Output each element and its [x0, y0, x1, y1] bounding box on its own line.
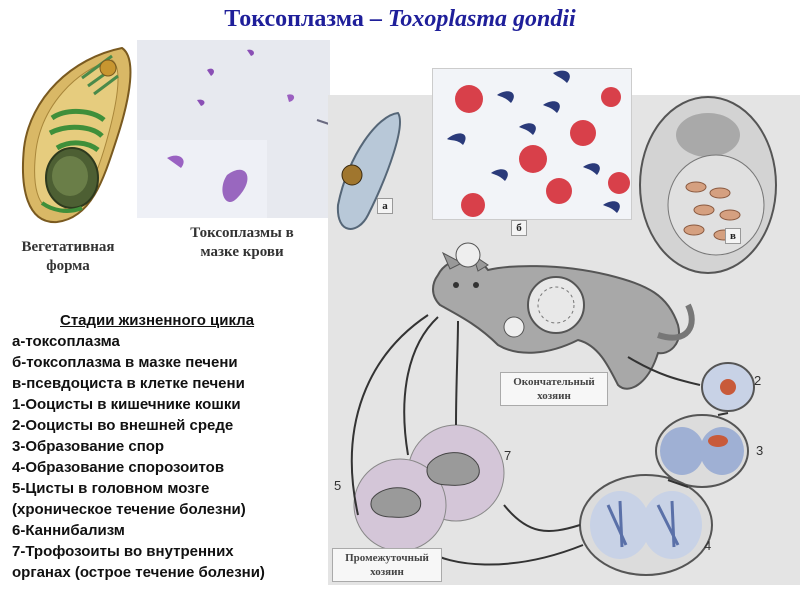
panel-letter-b: б	[511, 220, 527, 236]
intermediate-host-label: Промежуточный хозяин	[332, 548, 442, 582]
blood-smear-photo	[137, 40, 330, 218]
vegetative-form-caption: Вегетативная форма	[21, 239, 115, 274]
definitive-host-label: Окончательный хозяин	[500, 372, 608, 406]
legend-item: б-токсоплазма в мазке печени	[12, 354, 238, 371]
stage-number-5: 5	[334, 478, 342, 493]
legend-item: 7-Трофозоиты во внутренних	[12, 543, 234, 560]
stage-number-2: 2	[754, 373, 762, 388]
title-latin: Toxoplasma gondii	[387, 6, 576, 32]
legend-item: 1-Ооцисты в кишечнике кошки	[12, 396, 241, 413]
legend-item: органах (острое течение болезни)	[12, 564, 265, 581]
legend-item: а-токсоплазма	[12, 333, 120, 350]
legend-item: 2-Ооцисты во внешней среде	[12, 417, 234, 434]
legend-item: (хроническое течение болезни)	[12, 501, 246, 518]
stage-number-7: 7	[504, 448, 512, 463]
stage-number-3: 3	[756, 443, 764, 458]
legend-item: 5-Цисты в головном мозге	[12, 480, 210, 497]
title-russian: Токсоплазма –	[224, 6, 388, 32]
legend-item: в-псевдоциста в клетке печени	[12, 375, 245, 392]
liver-smear-photo	[432, 68, 632, 220]
blood-smear-caption: Токсоплазмы в мазке крови	[190, 225, 294, 260]
legend-item: 6-Каннибализм	[12, 522, 125, 539]
page-title: Токсоплазма – Toxoplasma gondii	[0, 6, 800, 33]
legend-heading: Стадии жизненного цикла	[60, 312, 255, 329]
legend-item: 4-Образование спорозоитов	[12, 459, 225, 476]
legend-item: 3-Образование спор	[12, 438, 165, 455]
panel-letter-c: в	[725, 228, 741, 244]
panel-letter-a: а	[377, 198, 393, 214]
life-cycle-legend: Стадии жизненного цикла а-токсоплазма б-…	[12, 310, 332, 583]
stage-number-4: 4	[704, 538, 712, 553]
vegetative-form-image	[12, 38, 137, 228]
